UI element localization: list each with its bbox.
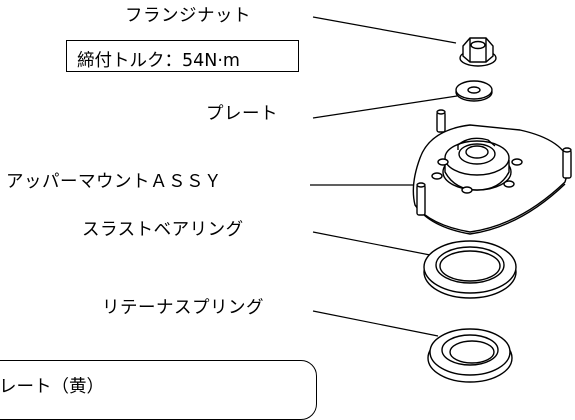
note-box: レート（黄）: [0, 360, 317, 420]
label-thrust-bearing: スラストベアリング: [82, 220, 244, 240]
label-plate: プレート: [206, 104, 278, 124]
label-retainer-spring: リテーナスプリング: [102, 298, 264, 318]
label-flange-nut: フランジナット: [125, 6, 251, 26]
exploded-diagram: [310, 16, 572, 383]
torque-box: 締付トルク：54N·m: [66, 40, 299, 72]
note-text: レート（黄）: [0, 377, 104, 397]
thrust-bearing-part: [423, 240, 517, 299]
retainer-spring-part: [427, 328, 513, 383]
leader-retainer-spring: [312, 310, 439, 337]
upper-mount-part: [412, 109, 572, 235]
leader-flange-nut: [312, 16, 457, 44]
torque-spec: 締付トルク：54N·m: [77, 51, 240, 71]
label-upper-mount: アッパーマウントＡＳＳＹ: [6, 172, 222, 192]
plate-part: [455, 80, 493, 102]
flange-nut-part: [459, 37, 497, 67]
leader-thrust-bearing: [312, 231, 431, 256]
leader-plate: [312, 95, 458, 119]
